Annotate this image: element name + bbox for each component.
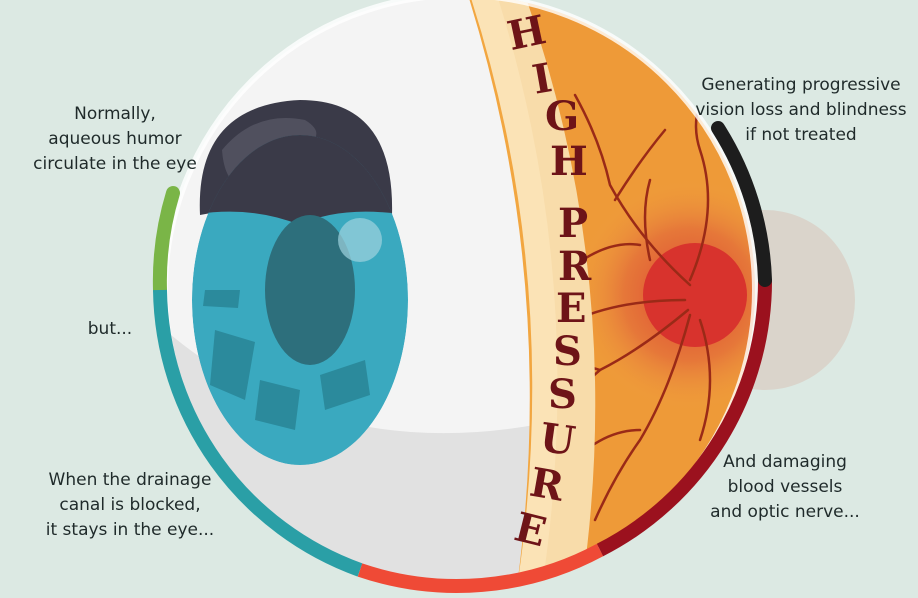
hp-letter-5: P xyxy=(558,200,588,247)
arc-black xyxy=(711,121,772,287)
arc-dark-red xyxy=(596,279,773,557)
arc-orange-red xyxy=(357,543,604,593)
hp-letter-10: U xyxy=(537,414,578,465)
caption-but: but... xyxy=(87,319,133,339)
hp-letter-9: S xyxy=(548,371,577,418)
hp-letter-7: E xyxy=(556,285,587,332)
optic-disc xyxy=(643,243,747,347)
caption-drainage-blocked: When the drainage canal is blocked, it s… xyxy=(45,470,215,540)
hp-letter-4: H xyxy=(550,138,588,185)
process-arc xyxy=(152,121,773,593)
arc-green xyxy=(152,186,180,297)
caption-normally: Normally, aqueous humor circulate in the… xyxy=(33,104,197,174)
hp-letter-8: S xyxy=(553,328,582,375)
hp-letter-3: G xyxy=(545,93,579,140)
hp-letter-6: R xyxy=(558,243,592,290)
pupil xyxy=(265,215,355,365)
arc-teal xyxy=(153,289,363,577)
caption-damaging-vessels: And damaging blood vessels and optic ner… xyxy=(710,452,860,522)
caption-vision-loss: Generating progressive vision loss and b… xyxy=(695,75,907,145)
